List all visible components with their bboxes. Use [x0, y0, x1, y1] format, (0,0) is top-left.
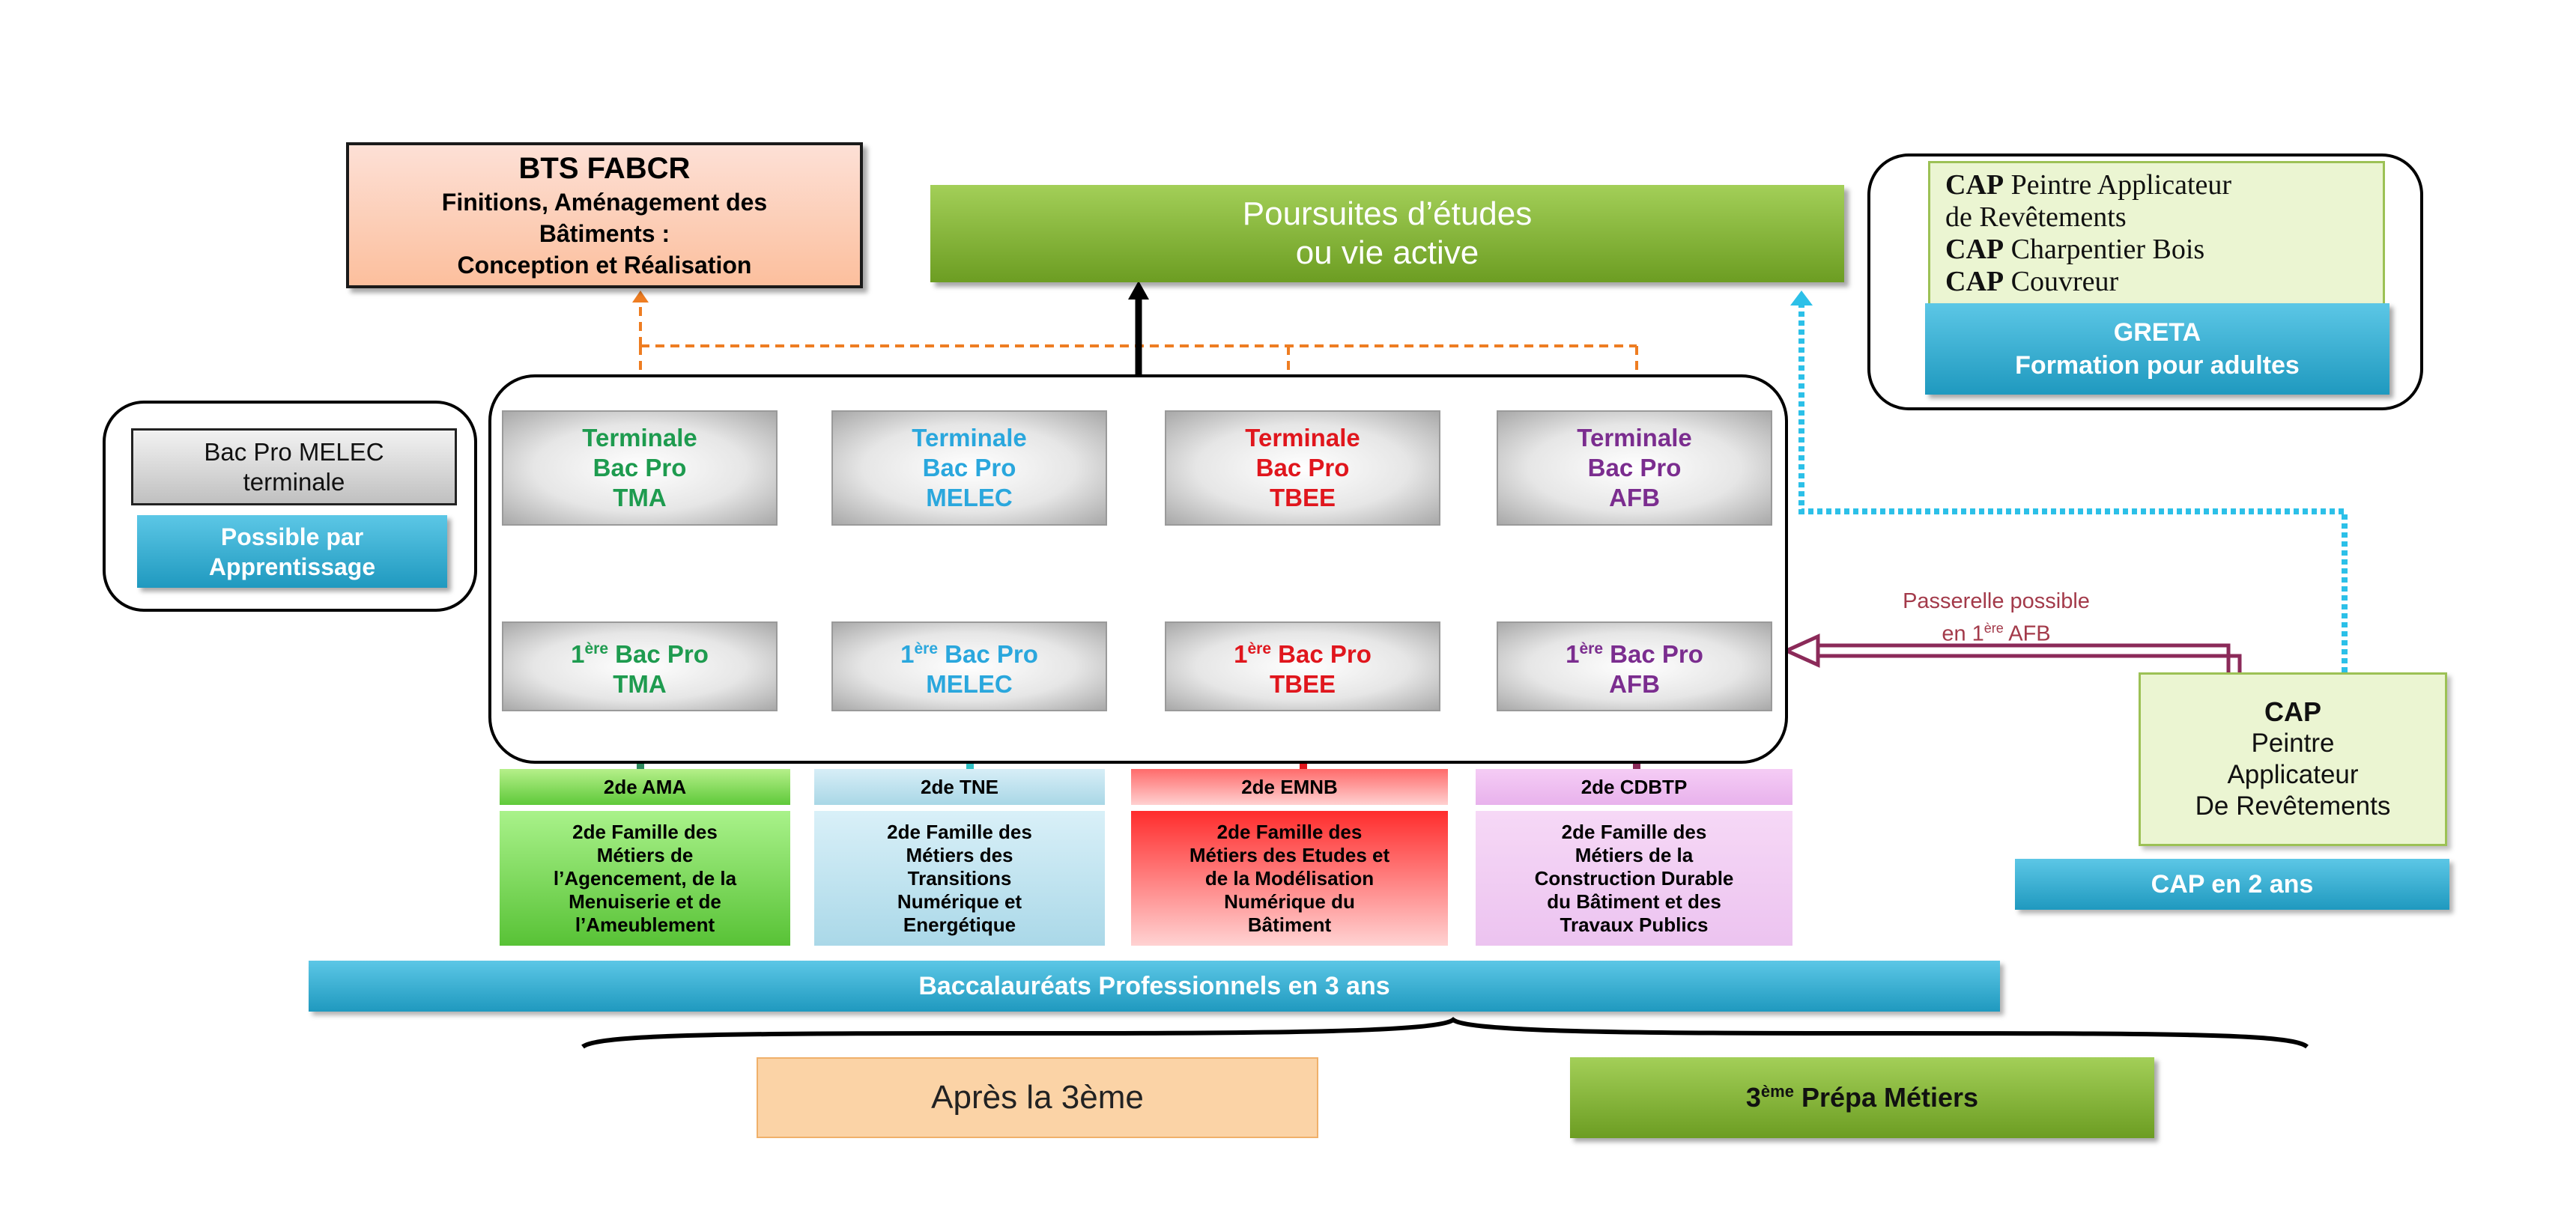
famille-line: 2de Famille des	[1561, 820, 1707, 843]
terminale-afb-box: Terminale Bac Pro AFB	[1497, 410, 1772, 526]
seconde-emnb-label: 2de EMNB	[1131, 769, 1448, 805]
apprentissage-box: Possible par Apprentissage	[137, 515, 447, 588]
bts-title: BTS FABCR	[518, 151, 691, 185]
prepa-metiers-box: 3ème Prépa Métiers	[1570, 1057, 2154, 1138]
specialty-label: AFB	[1609, 484, 1660, 511]
famille-line: 2de Famille des	[572, 820, 718, 843]
passerelle-label: Passerelle possible en 1ère AFB	[1839, 588, 2154, 648]
famille-line: 2de Famille des	[887, 820, 1032, 843]
greta-cap1-line2: de Revêtements	[1945, 201, 2127, 233]
premiere-label: 1ère Bac Pro	[1566, 639, 1703, 668]
prepa-label: 3ème Prépa Métiers	[1745, 1082, 1979, 1113]
terminale-label: Terminale	[1577, 424, 1692, 452]
greta-cap1: CAP Peintre Applicateur	[1945, 169, 2232, 201]
terminale-label: Terminale	[912, 424, 1027, 452]
greta-cap-list: CAP Peintre Applicateur de Revêtements C…	[1928, 161, 2385, 307]
terminale-label: Terminale	[1245, 424, 1360, 452]
seconde-cdbtp-label: 2de CDBTP	[1476, 769, 1792, 805]
greta-line1: GRETA	[2113, 318, 2201, 347]
famille-line: du Bâtiment et des	[1547, 890, 1721, 913]
premiere-label: 1ère Bac Pro	[571, 639, 709, 668]
famille-line: Métiers de	[596, 843, 694, 866]
greta-cap2: CAP Charpentier Bois	[1945, 234, 2205, 265]
bac-pro-label: Bac Pro	[1255, 454, 1350, 481]
greta-cap3: CAP Couvreur	[1945, 266, 2119, 297]
poursuites-line2: ou vie active	[1295, 234, 1479, 271]
terminale-melec-box: Terminale Bac Pro MELEC	[831, 410, 1107, 526]
specialty-label: TMA	[613, 669, 667, 698]
specialty-label: MELEC	[926, 484, 1013, 511]
famille-line: Construction Durable	[1534, 866, 1734, 890]
cap-line3: De Revêtements	[2195, 791, 2391, 821]
specialty-label: TBEE	[1269, 484, 1336, 511]
famille-tne-box: 2de Famille des Métiers des Transitions …	[814, 811, 1105, 946]
passerelle-arrow	[1781, 633, 2242, 672]
apprentissage-line1: Possible par	[220, 523, 364, 550]
famille-line: Métiers des	[906, 843, 1013, 866]
poursuites-line1: Poursuites d’études	[1242, 195, 1533, 232]
famille-emnb-box: 2de Famille des Métiers des Etudes et de…	[1131, 811, 1448, 946]
bts-line1: Finitions, Aménagement des	[441, 188, 768, 216]
bts-fabcr-box: BTS FABCR Finitions, Aménagement des Bât…	[346, 142, 863, 288]
cap-line2: Applicateur	[2227, 760, 2359, 789]
terminale-label: Terminale	[582, 424, 697, 452]
seconde-tne-label: 2de TNE	[814, 769, 1105, 805]
cap-dotted-arrowhead	[1790, 291, 1813, 305]
bts-line2: Bâtiments :	[539, 219, 670, 247]
specialty-label: AFB	[1609, 669, 1660, 698]
bac-pro-label: Bac Pro	[922, 454, 1016, 481]
apprentissage-line2: Apprentissage	[208, 553, 376, 580]
cap-line1: Peintre	[2251, 729, 2335, 758]
bac-pro-label: Bac Pro	[593, 454, 687, 481]
famille-line: l’Agencement, de la	[553, 866, 737, 890]
famille-line: 2de Famille des	[1216, 820, 1363, 843]
bac-pro-3-ans-bar: Baccalauréats Professionnels en 3 ans	[309, 961, 2000, 1012]
bac-pro-label: Bac Pro	[1587, 454, 1682, 481]
cap-dotted-link	[1798, 303, 2348, 672]
premiere-tbee-box: 1ère Bac Pro TBEE	[1165, 621, 1440, 711]
famille-line: l’Ameublement	[575, 913, 715, 936]
cap-2-ans-bar: CAP en 2 ans	[2015, 859, 2449, 910]
terminale-tbee-box: Terminale Bac Pro TBEE	[1165, 410, 1440, 526]
greta-box: GRETA Formation pour adultes	[1925, 303, 2389, 395]
famille-line: Numérique et	[897, 890, 1022, 913]
greta-line2: Formation pour adultes	[2015, 351, 2300, 380]
specialty-label: TMA	[613, 484, 667, 511]
famille-line: Numérique du	[1224, 890, 1355, 913]
melec-line1: Bac Pro MELEC	[204, 437, 384, 466]
poursuites-box: Poursuites d’études ou vie active	[930, 185, 1844, 282]
premiere-tma-box: 1ère Bac Pro TMA	[502, 621, 778, 711]
premiere-label: 1ère Bac Pro	[900, 639, 1038, 668]
famille-line: Menuiserie et de	[569, 890, 721, 913]
premiere-afb-box: 1ère Bac Pro AFB	[1497, 621, 1772, 711]
famille-line: Bâtiment	[1247, 913, 1332, 936]
terminale-tma-box: Terminale Bac Pro TMA	[502, 410, 778, 526]
famille-line: Métiers des Etudes et	[1189, 843, 1390, 866]
poursuites-arrowhead	[1128, 281, 1149, 300]
bts-arrowhead	[632, 291, 649, 303]
specialty-label: TBEE	[1269, 669, 1336, 698]
famille-cdbtp-box: 2de Famille des Métiers de la Constructi…	[1476, 811, 1792, 946]
passerelle-line1: Passerelle possible	[1903, 589, 2090, 614]
specialty-label: MELEC	[926, 669, 1013, 698]
famille-line: de la Modélisation	[1204, 866, 1375, 890]
passerelle-line2: en 1ère AFB	[1942, 621, 2051, 646]
famille-line: Métiers de la	[1575, 843, 1694, 866]
brace	[581, 1017, 2309, 1049]
bts-line3: Conception et Réalisation	[457, 251, 752, 279]
cap-peintre-box: CAP Peintre Applicateur De Revêtements	[2139, 672, 2447, 846]
famille-ama-box: 2de Famille des Métiers de l’Agencement,…	[500, 811, 790, 946]
premiere-melec-box: 1ère Bac Pro MELEC	[831, 621, 1107, 711]
melec-terminale-box: Bac Pro MELEC terminale	[131, 428, 457, 505]
famille-line: Travaux Publics	[1560, 913, 1709, 936]
melec-line2: terminale	[243, 467, 345, 496]
famille-line: Transitions	[907, 866, 1012, 890]
premiere-label: 1ère Bac Pro	[1234, 639, 1372, 668]
famille-line: Energétique	[903, 913, 1016, 936]
cap-title: CAP	[2264, 696, 2321, 727]
seconde-ama-label: 2de AMA	[500, 769, 790, 805]
apres-la-3eme-box: Après la 3ème	[757, 1057, 1318, 1138]
